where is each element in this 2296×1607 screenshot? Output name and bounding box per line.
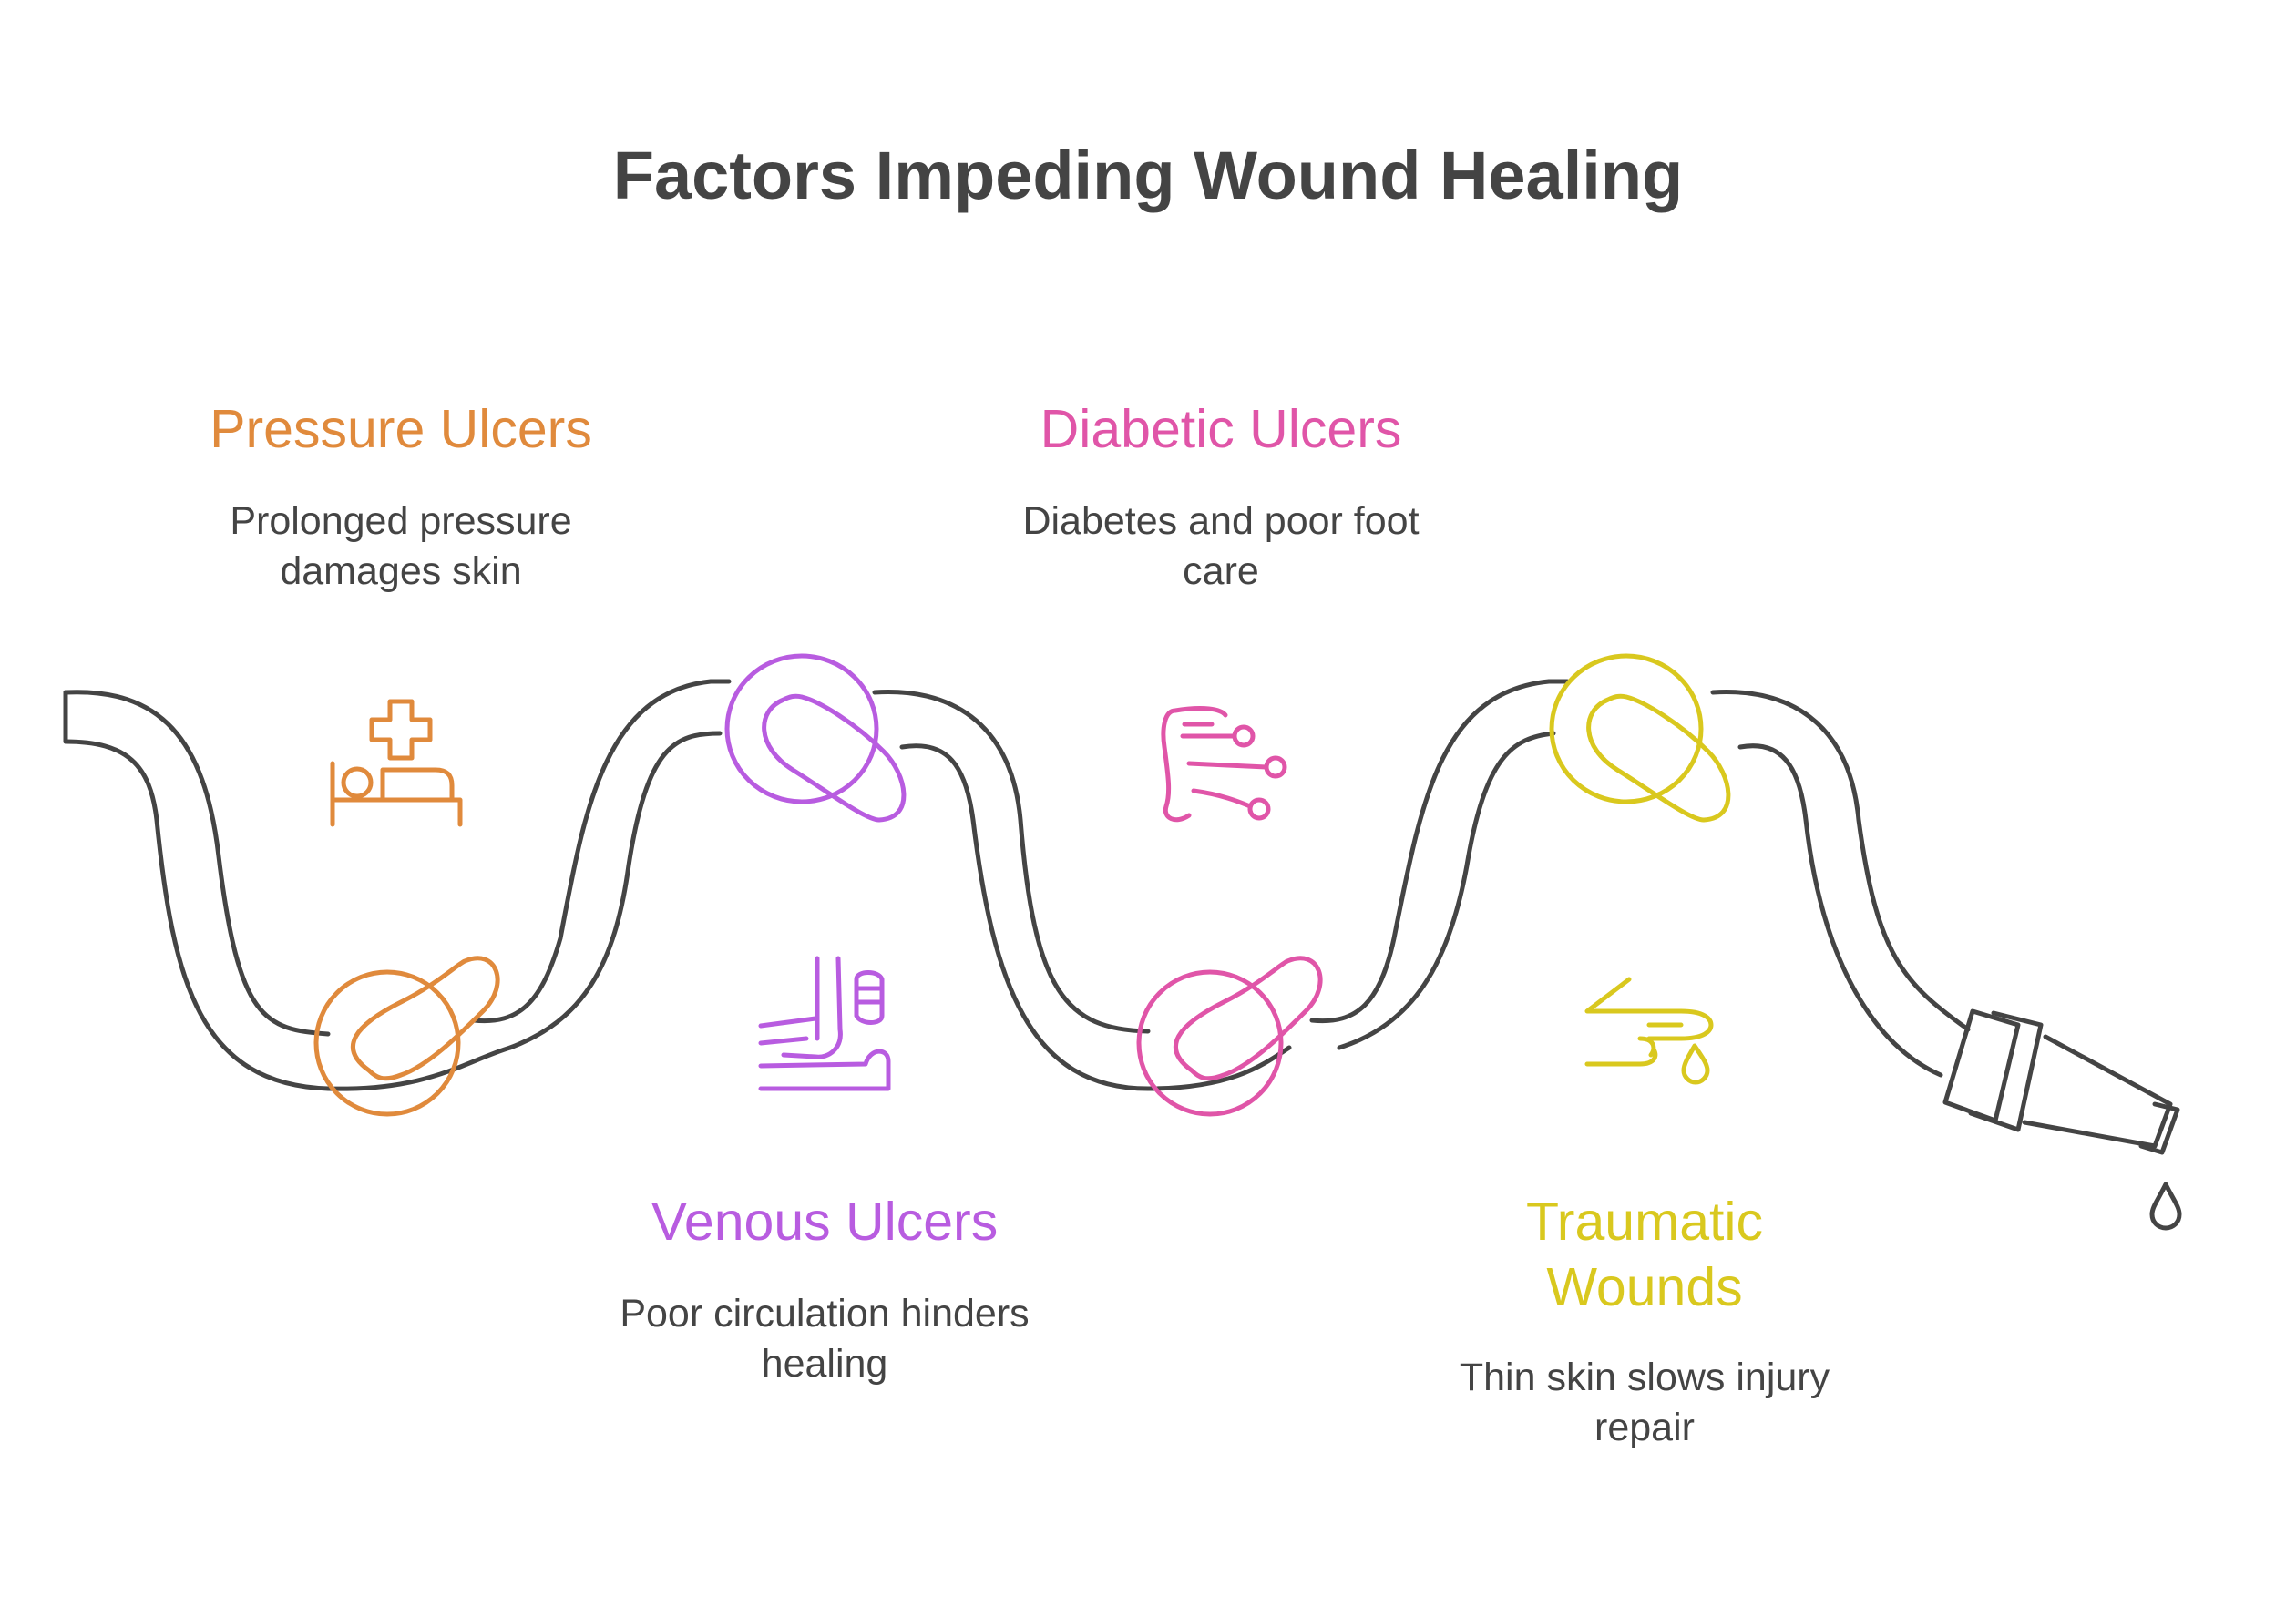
factor-description-pressure-ulcers: Prolonged pressure damages skin (230, 499, 572, 593)
foot-with-nerves-icon (1161, 706, 1287, 823)
page-title: Factors Impeding Wound Healing (612, 138, 1684, 213)
factor-description-traumatic-wounds: Thin skin slows injury repair (1459, 1356, 1830, 1449)
bed-with-medical-cross-icon (330, 699, 463, 827)
knot-pressure (313, 956, 500, 1117)
factor-description-diabetic-ulcers: Diabetes and poor foot care (1022, 499, 1420, 593)
knot-diabetic (1136, 956, 1323, 1117)
leg-with-bandage-icon (758, 956, 891, 1091)
factor-title-pressure-ulcers: Pressure Ulcers (210, 399, 592, 459)
hose-nozzle (1942, 1008, 2180, 1155)
factor-title-venous-ulcers: Venous Ulcers (651, 1192, 999, 1252)
knot-venous (724, 653, 907, 823)
factor-title-diabetic-ulcers: Diabetic Ulcers (1040, 399, 1402, 459)
bleeding-finger-icon (1584, 977, 1714, 1085)
factor-description-venous-ulcers: Poor circulation hinders healing (620, 1292, 1030, 1386)
knot-traumatic (1549, 653, 1731, 823)
water-drop-icon (2149, 1182, 2182, 1231)
factor-title-traumatic-wounds: Traumatic Wounds (1525, 1192, 1764, 1317)
